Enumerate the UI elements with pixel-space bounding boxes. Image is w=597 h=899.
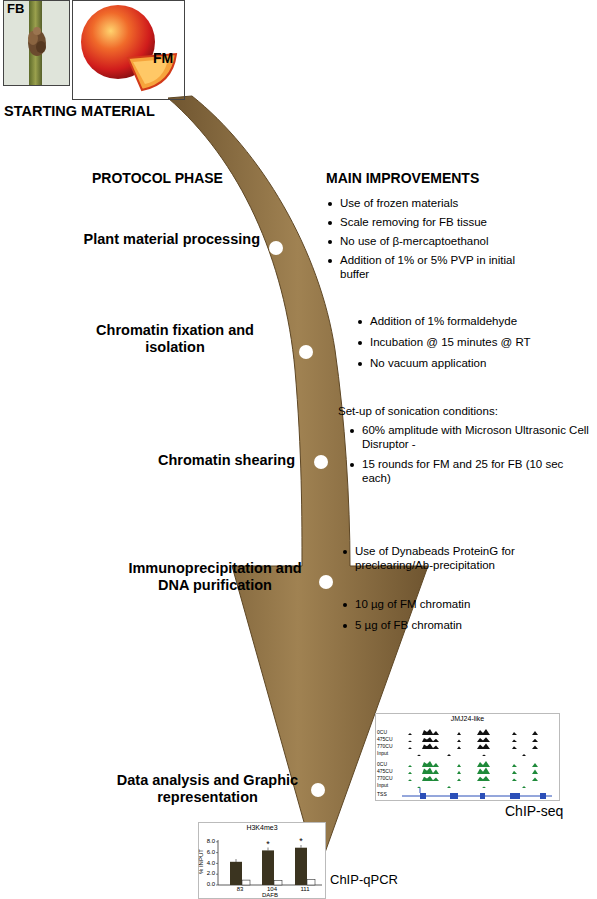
bullet-dot [343, 550, 347, 554]
panel-label: ChIP-qPCR [330, 872, 420, 888]
improvement-item: Set-up of sonication conditions: [338, 405, 588, 419]
improvement-item: 5 µg of FB chromatin [355, 619, 555, 633]
bullet-dot [328, 259, 332, 263]
column-heading: PROTOCOL PHASE [92, 170, 292, 187]
phase-dots [269, 241, 333, 797]
bullet-dot [350, 463, 354, 467]
phase-name: Data analysis and Graphic representation [110, 772, 305, 807]
bullet-dot [358, 320, 362, 324]
section-heading: STARTING MATERIAL [4, 103, 224, 120]
bullet-dot [358, 362, 362, 366]
axis-tick: 83 [230, 886, 250, 893]
axis-tick: 0.0 [199, 881, 215, 888]
axis-tick: 111 [295, 886, 315, 893]
peach-photo [72, 0, 185, 100]
track-label: 770CU [377, 743, 401, 749]
node-text: FB [7, 2, 24, 16]
axis-title: % INPUT [198, 842, 205, 882]
track-label: 0CU [377, 761, 401, 767]
bullet-dot [328, 202, 332, 206]
significance-mark: * [262, 839, 274, 850]
bullet-dot [343, 624, 347, 628]
bullet-dot [328, 221, 332, 225]
improvement-item: Scale removing for FB tissue [340, 216, 590, 230]
improvement-item: No use of β-mercaptoethanol [340, 235, 590, 249]
improvement-item: No vacuum application [370, 357, 590, 371]
node-text: FM [153, 51, 173, 66]
phase-name: Plant material processing [40, 231, 260, 248]
improvement-item: 15 rounds for FM and 25 for FB (10 sec e… [362, 458, 592, 486]
panel-label: ChIP-seq [505, 803, 585, 820]
improvement-item: Use of Dynabeads ProteinG for preclearin… [355, 545, 555, 573]
photo-frame: FB [3, 0, 70, 86]
chipseq-browser [375, 713, 560, 801]
axis-title: DAFB [255, 892, 285, 899]
phase-name: Immunoprecipitation and DNA purification [125, 560, 305, 595]
axis-tick: 8.0 [199, 838, 215, 845]
significance-mark: * [295, 836, 307, 847]
phase-name: Chromatin fixation and isolation [90, 322, 260, 357]
phase-name: Chromatin shearing [60, 452, 295, 469]
track-label: 475CU [377, 736, 401, 742]
node-text: H3K4me3 [199, 824, 325, 832]
bullet-dot [358, 341, 362, 345]
track-label: Input [377, 750, 401, 756]
photo-frame: FM [72, 0, 185, 100]
improvement-item: Incubation @ 15 minutes @ RT [370, 336, 590, 350]
bullet-dot [343, 603, 347, 607]
improvement-item: 10 µg of FM chromatin [355, 598, 555, 612]
browser-panel: JMJ24-like [375, 713, 560, 801]
node-text: JMJ24-like [376, 715, 559, 723]
track-label: 0CU [377, 729, 401, 735]
track-label: 770CU [377, 775, 401, 781]
track-label: TSS [377, 791, 401, 797]
track-label: 475CU [377, 768, 401, 774]
improvement-item: Addition of 1% formaldehyde [370, 315, 590, 329]
improvement-item: Addition of 1% or 5% PVP in initial buff… [340, 254, 545, 282]
track-label: Input [377, 782, 401, 788]
chipqpcr-chart [198, 822, 326, 899]
bullet-dot [328, 240, 332, 244]
improvement-item: Use of frozen materials [340, 197, 590, 211]
bullet-dot [350, 429, 354, 433]
column-heading: MAIN IMPROVEMENTS [326, 170, 546, 187]
bud-photo [3, 0, 70, 86]
improvement-item: 60% amplitude with Microson Ultrasonic C… [362, 424, 592, 452]
